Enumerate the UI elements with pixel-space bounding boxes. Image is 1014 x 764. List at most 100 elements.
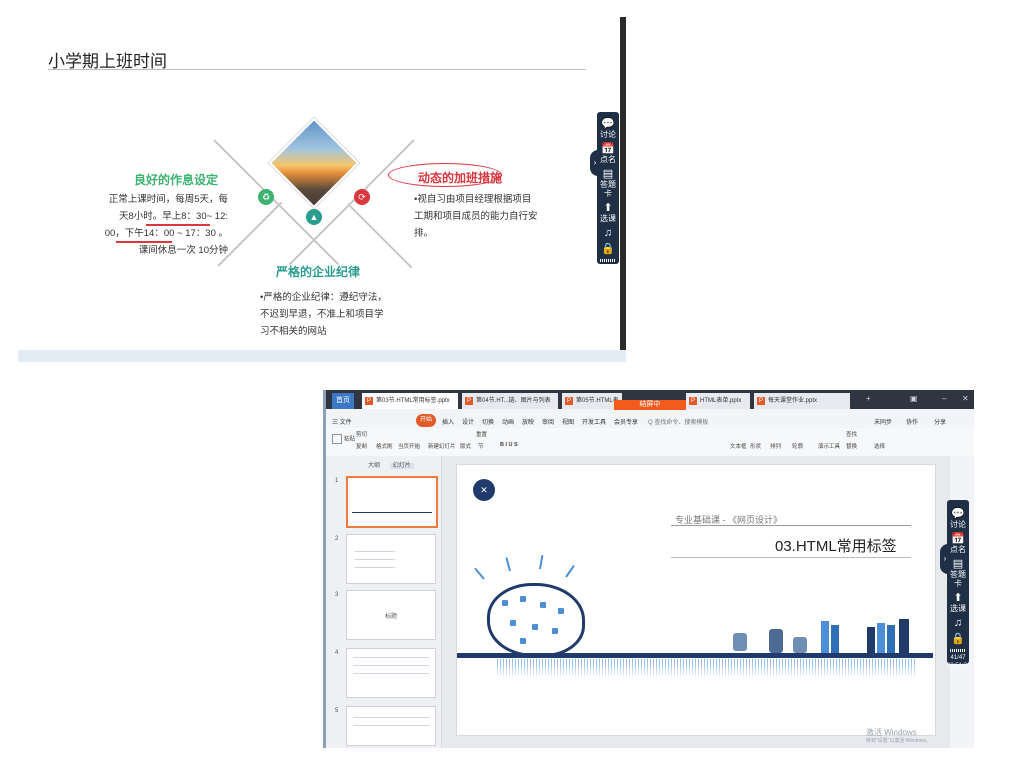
section-button[interactable]: 节 — [478, 444, 484, 450]
toolbar-item-lock[interactable]: 🔒 — [947, 633, 969, 645]
menu-file[interactable]: 三 文件 — [332, 420, 352, 426]
menu-transition[interactable]: 切换 — [482, 420, 495, 426]
outline-button[interactable]: 轮廓 — [792, 444, 804, 450]
layout-button[interactable]: 版式 — [460, 444, 472, 450]
ribbon-toolbar: 粘贴 剪切 复制 格式刷 当页开始 新建幻灯片 版式 节 重置 B I U S … — [326, 428, 974, 457]
window-edge — [620, 17, 626, 350]
cross-line — [347, 203, 413, 269]
sunset-road-image — [268, 117, 360, 209]
doc-tab-active[interactable]: 第03节.HTML常用标签.pptx — [362, 393, 458, 409]
recycle-icon: ♻ — [258, 189, 274, 205]
font-style-buttons[interactable]: B I U S — [500, 442, 518, 448]
thumb-number: 1 — [335, 478, 339, 484]
overtime-text: •视自习由项目经理根据项目 工期和项目成员的能力自行安 排。 — [414, 194, 538, 239]
slideshow-from-current-button[interactable]: 当页开始 — [398, 444, 421, 450]
signal-meter — [600, 259, 616, 262]
robot-illustration — [769, 629, 783, 653]
session-counter: 41/47 — [950, 655, 966, 661]
thumb-number: 2 — [335, 536, 339, 542]
toolbar-collapse-handle[interactable]: › — [940, 544, 950, 574]
subtitle-divider — [671, 525, 911, 526]
paste-button[interactable]: 粘贴 — [332, 434, 355, 444]
slide-thumbnail-1[interactable] — [346, 476, 438, 528]
share-button[interactable]: 分享 — [934, 420, 947, 426]
slide-thumbnail-3[interactable]: 标题 — [346, 590, 436, 640]
slide-thumbnail-4[interactable] — [346, 648, 436, 698]
sound-wave-decoration — [497, 659, 917, 679]
menu-bar: 三 文件 开始 插入 设计 切换 动画 放映 审阅 视图 开发工具 会员专享 Q… — [326, 414, 974, 428]
current-slide[interactable]: ✕ 专业基础课 - 《网页设计》 03.HTML常用标签 — [456, 464, 936, 736]
classroom-side-toolbar: 💬讨论 📅点名 ▤答题卡 ⬆选课 ♫ 🔒 25/17 03:44:02 — [597, 112, 620, 279]
replace-button[interactable]: 替换 — [846, 444, 858, 450]
book-illustration — [821, 621, 829, 653]
pen-annotation — [146, 224, 210, 226]
outline-tab[interactable]: 大纲 — [368, 463, 381, 469]
window-switch-icon[interactable]: ▣ — [910, 394, 918, 403]
presenter-tools-button[interactable]: 演示工具 — [818, 444, 841, 450]
toolbar-item-discuss[interactable]: 💬讨论 — [597, 118, 619, 139]
doc-tab[interactable]: 每天课堂作业.pptx — [754, 393, 850, 409]
sync-status[interactable]: 未同步 — [874, 420, 893, 426]
ray-decoration — [505, 557, 511, 572]
toolbar-item-rollcall[interactable]: 📅点名 — [947, 533, 969, 554]
format-painter-button[interactable]: 格式刷 — [376, 444, 393, 450]
select-button[interactable]: 选择 — [874, 444, 886, 450]
thumb-number: 4 — [335, 650, 339, 656]
doc-tab[interactable]: 第05节.HTML表 — [562, 393, 622, 409]
slides-tab[interactable]: 幻灯片 — [389, 463, 414, 469]
title-divider — [48, 69, 586, 70]
toolbar-item-lock[interactable]: 🔒 — [597, 243, 619, 255]
menu-start[interactable]: 开始 — [416, 414, 436, 427]
toolbar-item-music[interactable]: ♫ — [597, 227, 619, 239]
discipline-heading: 严格的企业纪律 — [276, 265, 361, 279]
reset-button[interactable]: 重置 — [476, 432, 488, 438]
command-search[interactable]: Q 查找命令、搜索模板 — [648, 420, 709, 426]
menu-member[interactable]: 会员专享 — [614, 420, 639, 426]
toolbar-item-discuss[interactable]: 💬讨论 — [947, 508, 969, 529]
find-button[interactable]: 查找 — [846, 432, 858, 438]
close-icon[interactable]: ✕ — [962, 394, 969, 403]
collaborate-button[interactable]: 协作 — [906, 420, 919, 426]
toolbar-item-select[interactable]: ⬆选课 — [597, 202, 619, 223]
doc-tab[interactable]: 第04节.HT...链、图片与列表 — [462, 393, 558, 409]
menu-dev-tools[interactable]: 开发工具 — [582, 420, 607, 426]
ray-decoration — [474, 567, 485, 580]
robot-illustration — [793, 637, 807, 653]
document-tab-bar: 首页 第03节.HTML常用标签.pptx 第04节.HT...链、图片与列表 … — [326, 390, 974, 410]
slide-thumbnail-5[interactable] — [346, 706, 436, 746]
book-illustration — [867, 627, 875, 653]
toolbar-item-rollcall[interactable]: 📅点名 — [597, 143, 619, 164]
menu-design[interactable]: 设计 — [462, 420, 475, 426]
toolbar-item-answer-card[interactable]: ▤答题卡 — [597, 168, 619, 198]
home-tab[interactable]: 首页 — [332, 393, 354, 409]
doc-tab[interactable]: HTML表单.pptx — [686, 393, 750, 409]
cut-button[interactable]: 剪切 — [356, 432, 368, 438]
slide-edit-area: ✕ 专业基础课 - 《网页设计》 03.HTML常用标签 — [442, 456, 950, 748]
toolbar-item-music[interactable]: ♫ — [947, 617, 969, 629]
toolbar-collapse-handle[interactable]: › — [590, 150, 600, 176]
menu-insert[interactable]: 插入 — [442, 420, 455, 426]
new-slide-button[interactable]: 新建幻灯片 — [428, 444, 456, 450]
ray-decoration — [565, 564, 575, 578]
menu-review[interactable]: 审阅 — [542, 420, 555, 426]
clock-icon: ⟳ — [354, 189, 370, 205]
session-timer: 03:44:02 — [597, 273, 621, 279]
new-tab-icon[interactable]: + — [866, 394, 871, 403]
minimize-icon[interactable]: – — [942, 394, 947, 403]
toolbar-item-answer-card[interactable]: ▤答题卡 — [947, 558, 969, 588]
school-logo: ✕ — [473, 479, 495, 501]
upload-icon: ⬆ — [603, 202, 613, 214]
copy-button[interactable]: 复制 — [356, 444, 368, 450]
toolbar-item-select[interactable]: ⬆选课 — [947, 592, 969, 613]
menu-view[interactable]: 视图 — [562, 420, 575, 426]
menu-slideshow[interactable]: 放映 — [522, 420, 535, 426]
menu-animation[interactable]: 动画 — [502, 420, 515, 426]
arrange-button[interactable]: 排列 — [770, 444, 782, 450]
window-bottom-strip — [18, 350, 626, 362]
slide-thumbnail-2[interactable] — [346, 534, 436, 584]
session-timer: 03:51:21 — [947, 663, 971, 669]
textbox-button[interactable]: 文本框 — [730, 444, 747, 450]
shape-button[interactable]: 形状 — [750, 444, 762, 450]
ray-decoration — [539, 555, 544, 570]
discipline-text: •严格的企业纪律：遵纪守法， 不迟到早退，不准上和项目学 习不相关的网站 — [260, 292, 387, 337]
